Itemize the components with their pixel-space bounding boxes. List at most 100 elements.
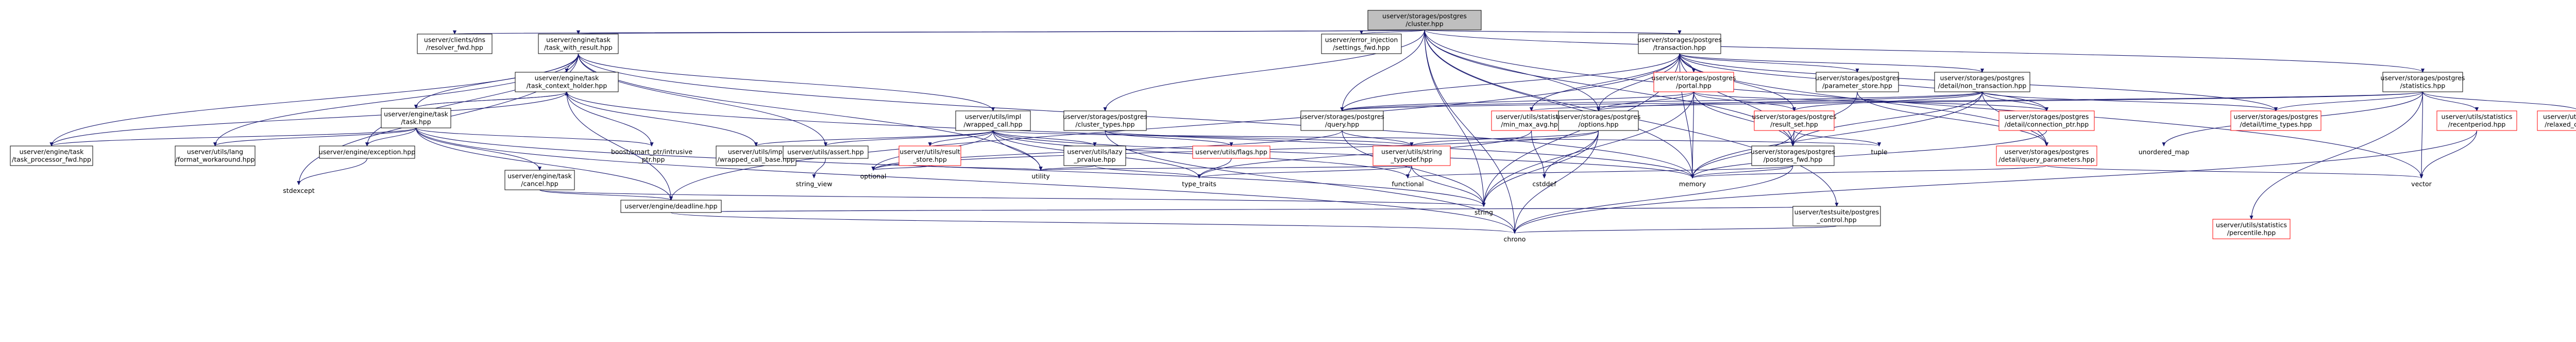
node-label: /detail/time_types.hpp [2240,121,2312,128]
edge-transaction-to-nontxn [1679,53,1982,72]
edge-mmavg-to-cstddef [1531,130,1545,178]
node-label: /query.hpp [1325,121,1359,128]
node-label: /transaction.hpp [1653,44,1706,52]
edge-task-to-deadline [415,127,671,200]
node-nontxn[interactable]: userver/storages/postgres/detail/non_tra… [1934,72,2030,92]
edge-pgcontrol-to-deadline [671,206,1837,213]
node-box [175,145,256,166]
node-pgfwd[interactable]: userver/storages/postgres/postgres_fwd.h… [1751,145,1835,166]
node-vector: vector [2411,180,2432,188]
node-box [381,108,451,128]
edge-statistics-to-timetypes [2276,91,2424,111]
edge-task-to-tpf [52,127,417,146]
node-box [1063,110,1147,131]
node-label: /options.hpp [1578,121,1618,128]
node-label: boost/smart_ptr/intrusive [611,148,692,156]
node-label: /wrapped_call.hpp [963,121,1022,128]
node-label: userver/engine/task [546,36,611,44]
node-box [1558,110,1639,131]
node-label: cstddef [1532,180,1556,188]
node-twr[interactable]: userver/engine/task/task_with_result.hpp [538,34,619,54]
edge-options-to-chrono [1515,130,1599,233]
node-label: userver/engine/deadline.hpp [624,202,717,210]
node-relaxed[interactable]: userver/utils/statistics/relaxed_counter… [2537,110,2576,131]
node-functional: functional [1392,180,1423,188]
node-label: userver/utils/assert.hpp [787,148,863,156]
node-box [319,145,415,159]
node-transaction[interactable]: userver/storages/postgres/transaction.hp… [1637,34,1722,54]
node-label: userver/storages/postgres [1940,74,2025,82]
node-portal[interactable]: userver/storages/postgres/portal.hpp [1652,72,1736,92]
node-label: userver/engine/task [20,148,84,156]
node-wcb[interactable]: userver/utils/impl/wrapped_call_base.hpp [716,145,796,166]
edge-pgfwd-to-chrono [1515,165,1793,233]
edge-transaction-to-paramstore [1679,53,1857,72]
node-paramstore[interactable]: userver/storages/postgres/parameter_stor… [1815,72,1900,92]
node-label: /detail/non_transaction.hpp [1938,82,2027,90]
node-exception[interactable]: userver/engine/exception.hpp [319,145,415,159]
node-deadline[interactable]: userver/engine/deadline.hpp [620,200,722,213]
node-label: userver/storages/postgres [1751,148,1835,156]
node-label: userver/storages/postgres [1300,113,1384,121]
node-tpf[interactable]: userver/engine/task/task_processor_fwd.h… [10,145,93,166]
node-label: chrono [1504,235,1526,243]
node-root[interactable]: userver/storages/postgres/cluster.hpp [1367,10,1482,30]
node-connptr[interactable]: userver/storages/postgres/detail/connect… [1998,110,2095,131]
node-assert[interactable]: userver/utils/assert.hpp [783,145,869,159]
edge-wrapped-to-utility [992,130,1041,170]
node-label: userver/storages/postgres [2234,113,2318,121]
node-lazy[interactable]: userver/utils/lazy_prvalue.hpp [1063,145,1126,166]
node-resolver[interactable]: userver/clients/dns/resolver_fwd.hpp [417,34,493,54]
node-task[interactable]: userver/engine/task/task.hpp [381,108,451,128]
node-box [1816,72,1899,92]
node-box [783,145,869,159]
edge-statistics-to-vector [2421,91,2423,178]
node-cancel[interactable]: userver/engine/task/cancel.hpp [504,170,575,190]
node-clustertypes[interactable]: userver/storages/postgres/cluster_types.… [1063,110,1147,131]
node-flags[interactable]: userver/utils/flags.hpp [1192,145,1270,159]
node-recentperiod[interactable]: userver/utils/statistics/recentperiod.hp… [2436,110,2517,131]
node-resultstore[interactable]: userver/utils/result_store.hpp [899,145,961,166]
node-box [1792,206,1881,226]
node-label: userver/engine/task [384,110,449,118]
edge-twr-to-assert [578,53,826,146]
edge-twr-to-wrapped [578,53,993,111]
edge-tch-to-deadline [566,91,671,200]
node-resultset[interactable]: userver/storages/postgres/result_set.hpp [1752,110,1837,131]
edge-pgfwd-to-functional [1408,165,1793,178]
edge-pgcontrol-to-chrono [1515,225,1837,233]
node-wrapped[interactable]: userver/utils/impl/wrapped_call.hpp [955,110,1031,131]
edge-recentperiod-to-chrono [1515,130,2478,233]
node-strtypedef[interactable]: userver/utils/string_typedef.hpp [1372,145,1451,166]
node-label: userver/utils/statistics [1496,113,1567,121]
edge-nontxn-to-memory [1692,91,1983,178]
node-label: /portal.hpp [1676,82,1711,90]
node-label: userver/error_injection [1325,36,1398,44]
node-errinj[interactable]: userver/error_injection/settings_fwd.hpp [1321,34,1402,54]
edge-qparams-to-memory [1692,165,2047,178]
node-label: userver/utils/string [1381,148,1442,156]
node-label: userver/utils/impl [728,148,784,156]
node-pgcontrol[interactable]: userver/testsuite/postgres_control.hpp [1792,206,1881,226]
node-label: userver/storages/postgres [1382,12,1467,20]
node-percentile[interactable]: userver/utils/statistics/percentile.hpp [2212,219,2291,239]
node-timetypes[interactable]: userver/storages/postgres/detail/time_ty… [2230,110,2321,131]
edge-task-to-exception [367,127,417,146]
node-fwu[interactable]: userver/utils/lang/format_workaround.hpp [175,145,256,166]
node-query[interactable]: userver/storages/postgres/query.hpp [1300,110,1384,131]
node-statistics[interactable]: userver/storages/postgres/statistics.hpp [2381,72,2465,92]
node-box [1754,110,1835,131]
node-tch[interactable]: userver/engine/task/task_context_holder.… [515,72,619,92]
node-box [1653,72,1734,92]
edge-recentperiod-to-vector [2421,130,2478,178]
node-boostptr: boost/smart_ptr/intrusive_ptr.hpp [611,148,692,164]
node-qparams[interactable]: userver/storages/postgres/detail/query_p… [1996,145,2097,166]
edge-task-to-chrono [415,127,1515,233]
edge-task-to-boostptr [415,127,652,146]
node-label: /task_processor_fwd.hpp [12,156,91,164]
node-label: _store.hpp [912,156,947,164]
edge-wrapped-to-memory [992,130,1693,178]
node-label: _control.hpp [1816,216,1856,224]
edge-strtypedef-to-utility [1041,165,1412,170]
node-options[interactable]: userver/storages/postgres/options.hpp [1556,110,1641,131]
